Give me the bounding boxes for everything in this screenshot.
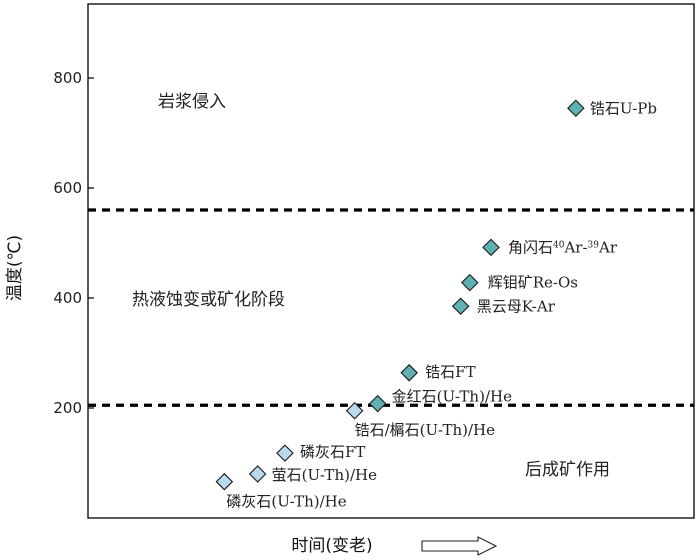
- y-axis-label: 温度(℃): [5, 235, 25, 301]
- point-label: 金红石(U-Th)/He: [392, 388, 512, 406]
- point-label: 锆石FT: [425, 363, 475, 381]
- point-label: 角闪石40Ar-39Ar: [508, 238, 618, 256]
- region-label-hydrothermal: 热液蚀变或矿化阶段: [132, 290, 285, 310]
- data-point: [345, 401, 364, 420]
- data-point: [215, 472, 234, 491]
- x-axis-label: 时间(变老): [291, 536, 372, 556]
- point-label: 锆石/榍石(U-Th)/He: [355, 421, 495, 439]
- arrow-right-icon: [421, 536, 498, 556]
- data-point: [482, 238, 500, 257]
- point-label: 萤石(U-Th)/He: [272, 466, 377, 484]
- y-tick-label: 200: [53, 399, 82, 417]
- point-label: 磷灰石FT: [300, 443, 365, 461]
- data-point: [368, 394, 387, 413]
- data-point: [461, 273, 479, 292]
- region-label-post-mineral: 后成矿作用: [525, 460, 610, 480]
- point-label: 辉钼矿Re-Os: [488, 274, 578, 292]
- data-point: [567, 99, 585, 118]
- y-tick-label: 800: [53, 69, 82, 87]
- data-point: [400, 364, 418, 382]
- point-label: 黑云母K-Ar: [477, 297, 556, 315]
- plot-frame: [87, 3, 695, 519]
- point-label: 锆石U-Pb: [590, 99, 657, 117]
- region-label-magmatic: 岩浆侵入: [158, 92, 226, 112]
- y-tick-label: 600: [53, 179, 82, 197]
- data-point: [451, 297, 470, 316]
- point-label: 磷灰石(U-Th)/He: [226, 493, 346, 511]
- data-point: [248, 465, 267, 483]
- y-tick-label: 400: [53, 289, 82, 307]
- data-point: [276, 444, 294, 462]
